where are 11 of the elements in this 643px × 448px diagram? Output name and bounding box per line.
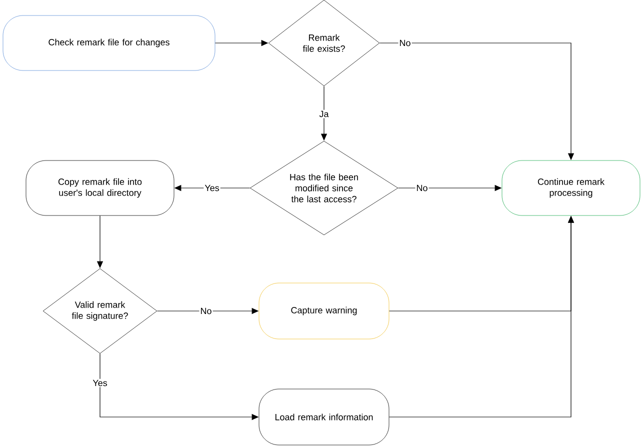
edge-label: Yes (92, 378, 108, 388)
edge-label: Ja (318, 110, 330, 118)
edge-label: No (415, 184, 429, 192)
edge-label: Yes (204, 184, 220, 192)
edge-label: No (398, 38, 412, 48)
rounded-box: Capture warning (258, 282, 390, 340)
rounded-box: Check remark file for changes (2, 15, 216, 71)
edge-label: No (199, 306, 213, 316)
rounded-box: Copy remark file into user's local directory (26, 160, 174, 216)
rounded-box: Continue remark processing (502, 160, 640, 216)
rounded-box: Load remark information (258, 388, 390, 446)
